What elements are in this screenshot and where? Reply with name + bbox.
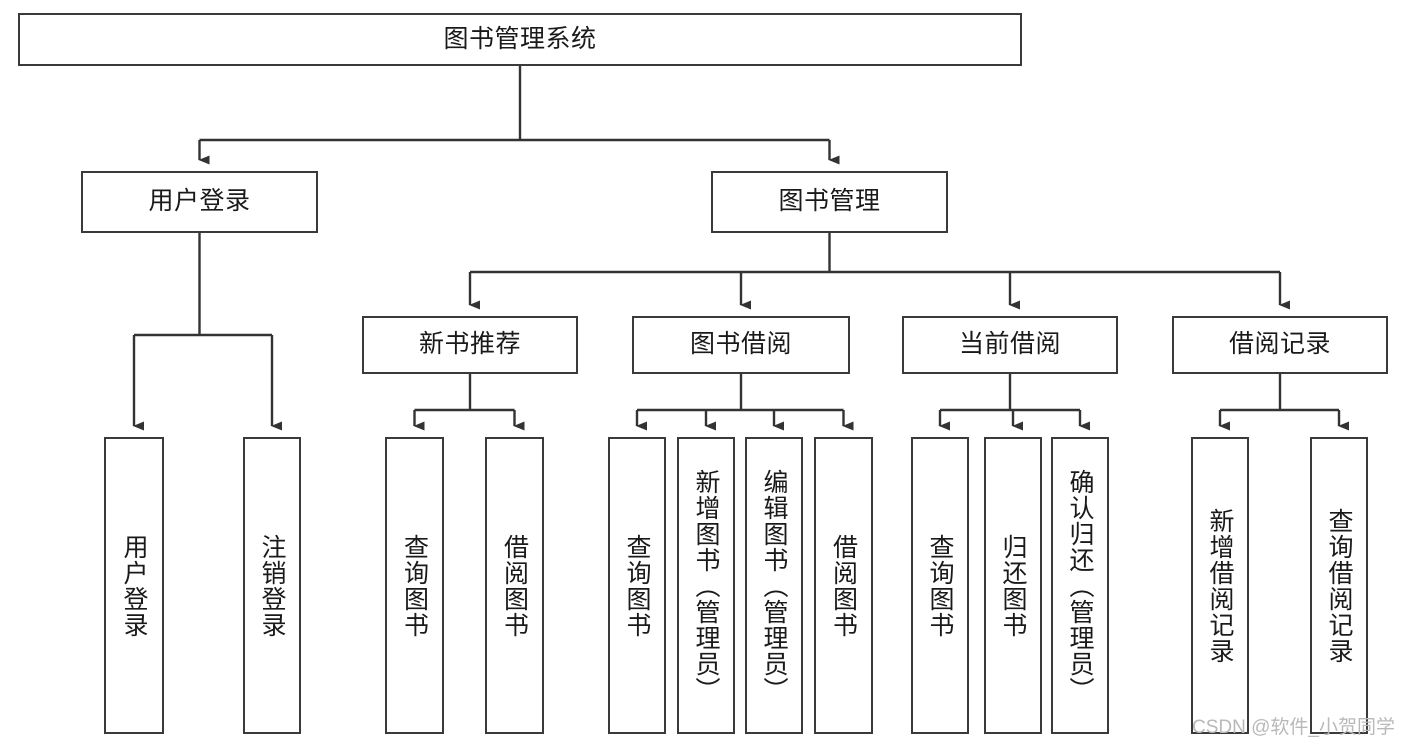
- leaf-node-6[interactable]: 编辑图书（管理员）: [745, 437, 803, 734]
- level3-node-0[interactable]: 新书推荐: [362, 316, 578, 374]
- leaf-node-3[interactable]: 借阅图书: [485, 437, 544, 734]
- level2-node-0[interactable]: 用户登录: [81, 171, 318, 233]
- node-label: 图书管理: [778, 187, 881, 216]
- leaf-node-5[interactable]: 新增图书（管理员）: [677, 437, 735, 734]
- node-label: 查询图书: [623, 533, 651, 638]
- node-label: 图书管理系统: [443, 24, 597, 53]
- node-label: 查询图书: [400, 533, 429, 638]
- leaf-node-10[interactable]: 确认归还（管理员）: [1051, 437, 1109, 734]
- leaf-node-4[interactable]: 查询图书: [608, 437, 666, 734]
- node-label: 查询图书: [926, 533, 954, 638]
- node-label: 查询借阅记录: [1325, 507, 1353, 664]
- level3-node-2[interactable]: 当前借阅: [902, 316, 1118, 374]
- node-label: 新增图书（管理员）: [692, 468, 720, 703]
- level3-node-3[interactable]: 借阅记录: [1172, 316, 1388, 374]
- node-label: 归还图书: [999, 533, 1027, 638]
- node-label: 新书推荐: [418, 330, 521, 359]
- leaf-node-9[interactable]: 归还图书: [984, 437, 1042, 734]
- node-label: 用户登录: [120, 533, 148, 638]
- node-label: 借阅图书: [500, 533, 529, 638]
- node-label: 编辑图书（管理员）: [760, 468, 788, 703]
- leaf-node-0[interactable]: 用户登录: [104, 437, 164, 734]
- root-node-0[interactable]: 图书管理系统: [18, 13, 1022, 66]
- node-label: 当前借阅: [958, 330, 1061, 359]
- node-label: 新增借阅记录: [1206, 507, 1234, 664]
- leaf-node-12[interactable]: 查询借阅记录: [1310, 437, 1368, 734]
- node-label: 借阅图书: [829, 533, 858, 638]
- leaf-node-1[interactable]: 注销登录: [243, 437, 301, 734]
- leaf-node-8[interactable]: 查询图书: [911, 437, 969, 734]
- node-label: 确认归还（管理员）: [1066, 468, 1094, 703]
- level2-node-1[interactable]: 图书管理: [711, 171, 948, 233]
- node-label: 用户登录: [148, 187, 251, 216]
- leaf-node-7[interactable]: 借阅图书: [814, 437, 873, 734]
- leaf-node-11[interactable]: 新增借阅记录: [1191, 437, 1249, 734]
- node-label: 图书借阅: [689, 330, 792, 359]
- level3-node-1[interactable]: 图书借阅: [632, 316, 850, 374]
- leaf-node-2[interactable]: 查询图书: [385, 437, 444, 734]
- node-label: 借阅记录: [1228, 330, 1331, 359]
- node-label: 注销登录: [258, 533, 286, 638]
